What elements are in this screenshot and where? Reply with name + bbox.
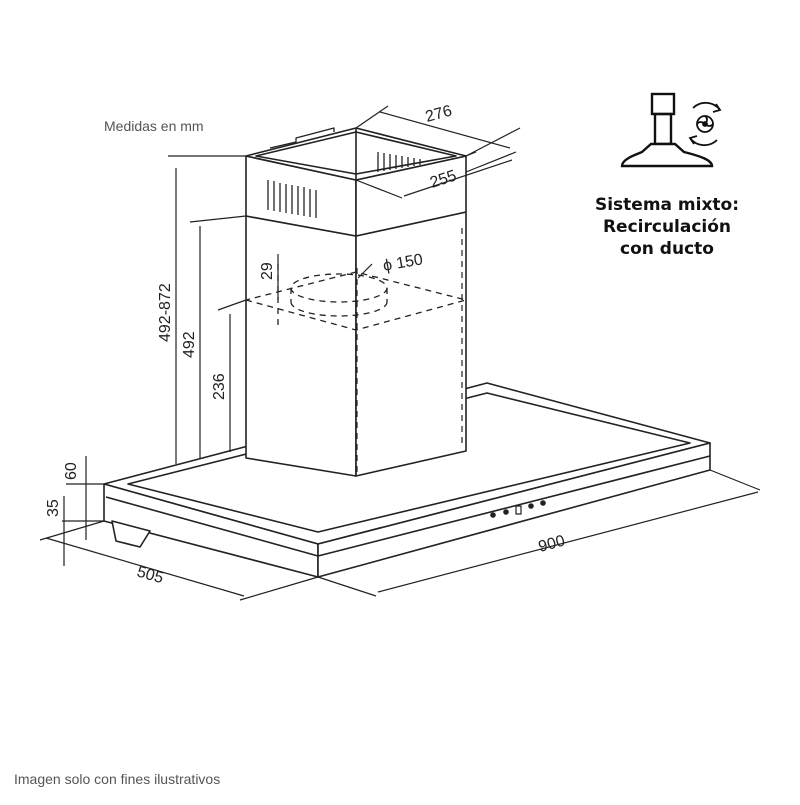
vent-grille-left	[267, 180, 317, 218]
dim-lower-chimney: 492	[181, 331, 198, 358]
control-button	[503, 509, 509, 515]
control-button	[490, 512, 496, 518]
recirculation-icon	[688, 101, 722, 147]
dim-outlet-diameter: ϕ 150	[382, 251, 425, 275]
vent-grille-right	[377, 152, 421, 172]
system-line-3: con ducto	[620, 239, 714, 259]
control-panel	[490, 500, 546, 518]
dim-total-height: 492-872	[157, 283, 174, 342]
system-line-1: Sistema mixto:	[594, 195, 740, 215]
control-button	[528, 503, 534, 509]
dim-glass-height: 35	[45, 499, 62, 517]
dim-canopy-depth: 505	[135, 564, 165, 588]
system-description: Sistema mixto: Recirculación con ducto	[572, 194, 762, 260]
dimension-lines	[39, 105, 761, 601]
dim-canopy-width: 900	[537, 533, 567, 556]
units-note: Medidas en mm	[104, 118, 204, 134]
dim-canopy-height: 60	[63, 462, 80, 480]
disclaimer-note: Imagen solo con fines ilustrativos	[14, 771, 221, 787]
control-button	[540, 500, 546, 506]
upper-chimney	[245, 127, 467, 237]
dim-inner-height: 236	[211, 373, 228, 400]
hood-icon	[620, 92, 714, 168]
system-line-2: Recirculación	[602, 217, 732, 237]
dim-chimney-depth: 276	[424, 103, 454, 126]
lower-chimney	[245, 187, 467, 477]
duct-outlet	[245, 264, 467, 331]
control-display	[515, 505, 522, 515]
dim-outlet-offset: 29	[259, 262, 276, 280]
